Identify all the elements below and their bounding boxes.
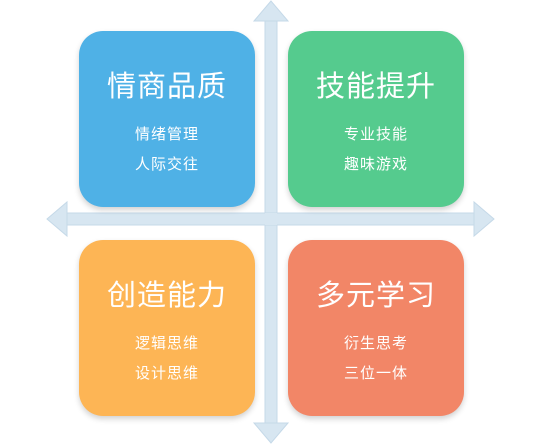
arrow-right-icon [473, 200, 495, 238]
quadrant-diverse-learning: 多元学习 衍生思考 三位一体 [288, 240, 464, 416]
quadrant-creativity: 创造能力 逻辑思维 设计思维 [79, 240, 255, 416]
quadrant-skill-improvement: 技能提升 专业技能 趣味游戏 [288, 31, 464, 207]
arrow-down-icon [252, 422, 290, 444]
quadrant-item: 趣味游戏 [343, 155, 408, 173]
arrow-left-icon [46, 200, 68, 238]
quadrant-title: 情商品质 [106, 69, 227, 103]
quadrant-item: 衍生思考 [343, 334, 408, 352]
arrow-up-icon [252, 0, 290, 22]
quadrant-title: 创造能力 [106, 278, 227, 312]
quadrant-eq-quality: 情商品质 情绪管理 人际交往 [79, 31, 255, 207]
quadrant-item: 情绪管理 [134, 125, 199, 143]
quadrant-item: 人际交往 [134, 155, 199, 173]
quadrant-item: 逻辑思维 [134, 334, 199, 352]
quadrant-title: 多元学习 [315, 278, 436, 312]
quadrant-title: 技能提升 [315, 69, 436, 103]
quadrant-item: 专业技能 [343, 125, 408, 143]
quadrant-item: 三位一体 [343, 364, 408, 382]
quadrant-item: 设计思维 [134, 364, 199, 382]
horizontal-axis [46, 200, 495, 238]
